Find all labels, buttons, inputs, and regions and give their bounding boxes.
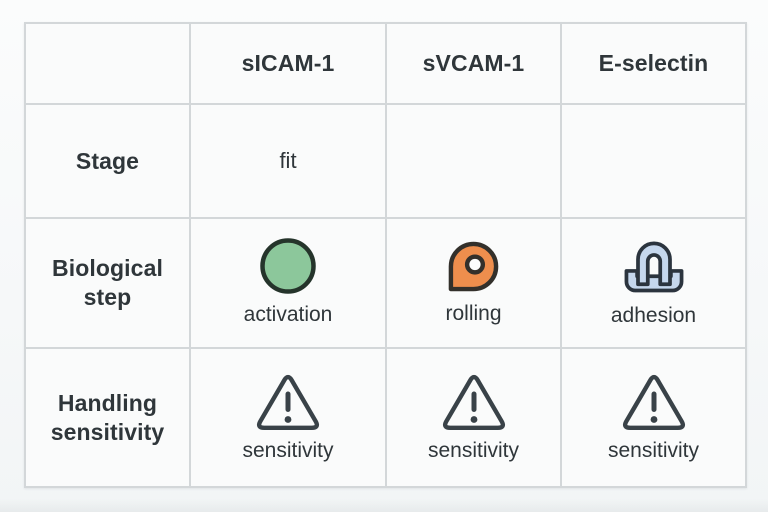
row-header-biological-step: Biological step: [26, 219, 189, 347]
biomarker-assay-table: sICAM-1 sVCAM-1 E-selectin Stage fit Bio…: [24, 22, 747, 488]
column-header-sicam1: sICAM-1: [191, 24, 385, 103]
handling-label: sensitivity: [427, 439, 520, 463]
biostep-label: adhesion: [610, 303, 697, 327]
biostep-cell-eselectin: adhesion: [562, 219, 745, 347]
adhesion-magnet-icon: [622, 237, 686, 296]
bottom-shadow: [0, 498, 768, 512]
biostep-cell-sicam1: activation: [191, 219, 385, 347]
handling-label: sensitivity: [607, 439, 700, 463]
row-header-handling-sensitivity: Handling sensitivity: [26, 349, 189, 486]
rolling-pin-icon: [446, 239, 501, 294]
handling-cell-eselectin: sensitivity: [562, 349, 745, 486]
stage-cell-svcam1: [387, 105, 560, 217]
stage-cell-sicam1: fit: [191, 105, 385, 217]
warning-triangle-icon: [255, 370, 321, 431]
handling-cell-svcam1: sensitivity: [387, 349, 560, 486]
warning-triangle-icon: [441, 370, 507, 431]
handling-cell-sicam1: sensitivity: [191, 349, 385, 486]
stage-cell-eselectin: [562, 105, 745, 217]
column-header-eselectin: E-selectin: [562, 24, 745, 103]
handling-label: sensitivity: [242, 439, 334, 463]
biostep-cell-svcam1: rolling: [387, 219, 560, 347]
corner-cell: [26, 24, 189, 103]
biostep-label: rolling: [445, 301, 502, 325]
warning-triangle-icon: [621, 370, 687, 431]
column-header-svcam1: sVCAM-1: [387, 24, 560, 103]
biostep-label: activation: [243, 303, 333, 327]
activation-circle-icon: [259, 237, 317, 295]
row-header-stage: Stage: [26, 105, 189, 217]
